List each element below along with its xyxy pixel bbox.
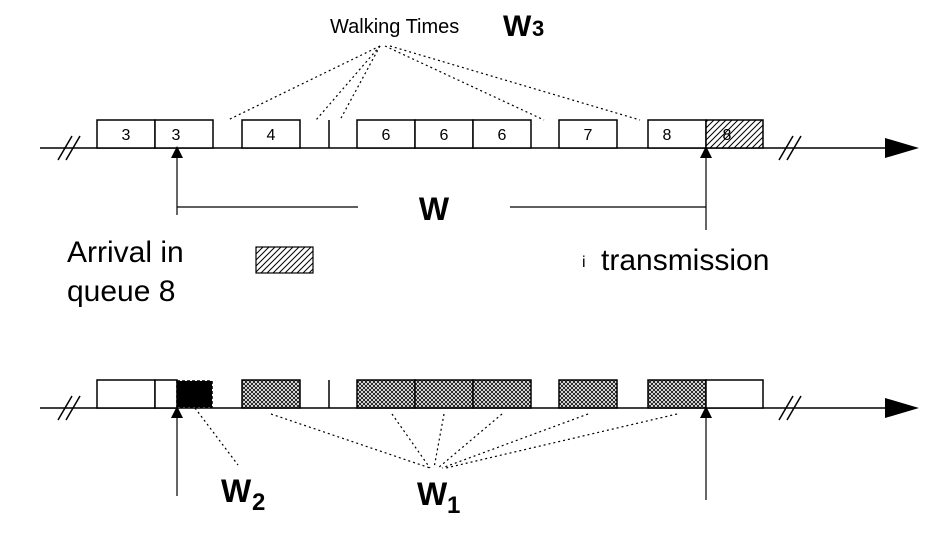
slot-box-hatched (705, 119, 764, 149)
slot-label: 7 (584, 127, 593, 144)
bottom-break-mark-right (778, 395, 802, 421)
slot-box (96, 379, 156, 409)
slot-box-black (176, 380, 213, 408)
walking-time-pointers (227, 45, 641, 121)
slot-box (154, 119, 214, 149)
w2-subscript: 2 (252, 489, 265, 516)
walking-times-label: Walking Times (330, 16, 459, 38)
slot-box (558, 119, 618, 149)
arrival-label-line1: Arrival in (67, 236, 184, 269)
w2-pointer (194, 407, 239, 466)
transmission-label: transmission (601, 244, 769, 277)
transmission-marker: i (582, 254, 586, 271)
slot-box-crosshatched (647, 379, 707, 409)
w1-subscript: 1 (447, 492, 460, 519)
top-break-mark-right (778, 135, 802, 161)
w1-symbol: W (417, 476, 448, 512)
w2-symbol: W (221, 473, 252, 509)
walking-times-symbol: W (503, 10, 532, 43)
slot-box (472, 119, 532, 149)
top-timeline: Walking Times W 3 (40, 10, 919, 308)
slot-box (241, 119, 301, 149)
slot-label: 4 (267, 127, 276, 144)
slot-box-crosshatched (472, 379, 532, 409)
hatched-legend-swatch (255, 246, 314, 274)
bottom-break-mark-left (57, 395, 81, 421)
arrival-label-line2: queue 8 (67, 275, 175, 308)
walking-times-subscript: 3 (532, 16, 544, 41)
slot-label: 8 (723, 127, 732, 144)
transmission-arrowhead (700, 146, 712, 158)
top-break-mark-left (57, 135, 81, 161)
top-slots (96, 119, 764, 149)
w1-pointers (270, 413, 678, 469)
slot-box-crosshatched (241, 379, 301, 409)
slot-box-crosshatched (558, 379, 618, 409)
slot-box-crosshatched (356, 379, 416, 409)
slot-label: 3 (172, 127, 181, 144)
slot-label: 6 (382, 127, 391, 144)
slot-label: 3 (122, 127, 131, 144)
transmission-arrowhead-bottom (700, 406, 712, 418)
arrival-arrowhead (171, 146, 183, 158)
slot-box (414, 119, 474, 149)
slot-box-crosshatched (414, 379, 474, 409)
wait-label: W (419, 191, 450, 227)
slot-box (647, 119, 707, 149)
slot-label: 8 (663, 127, 672, 144)
slot-box (154, 379, 178, 409)
top-axis-arrowhead (885, 138, 919, 158)
bottom-slots (96, 379, 764, 409)
slot-label: 6 (498, 127, 507, 144)
slot-label: 6 (440, 127, 449, 144)
slot-box (705, 379, 764, 409)
arrival-arrowhead-bottom (171, 406, 183, 418)
bottom-axis-arrowhead (885, 398, 919, 418)
bottom-timeline: W 2 W 1 (40, 379, 919, 519)
